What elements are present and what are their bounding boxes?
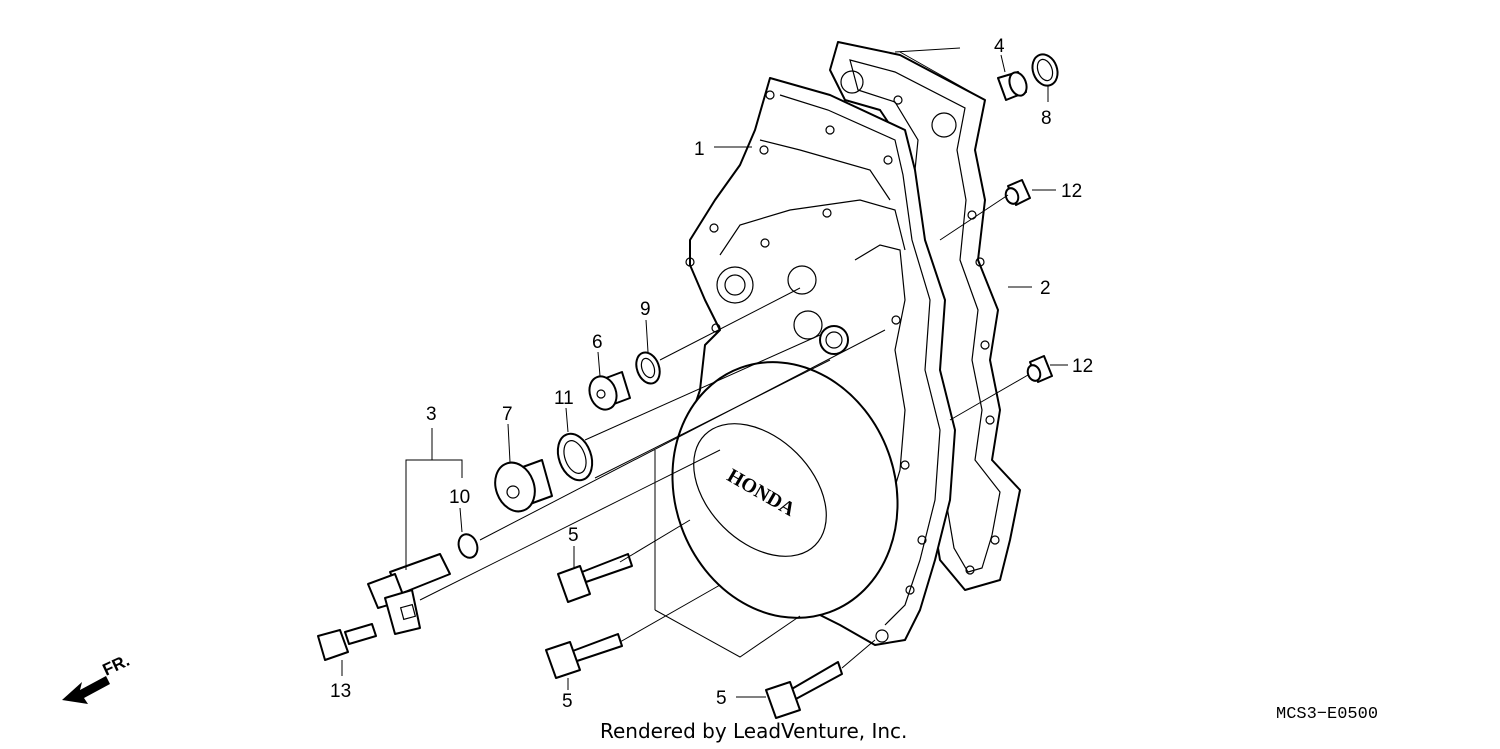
o-ring-11 — [556, 432, 594, 482]
callout-4: 4 — [994, 36, 1005, 57]
callout-8: 8 — [1041, 108, 1052, 129]
callout-2: 2 — [1040, 278, 1051, 299]
diagram-code: MCS3−E0500 — [1276, 705, 1378, 724]
callouts: 1 2 3 4 5 5 5 6 7 8 9 10 11 12 12 13 — [330, 36, 1093, 712]
callout-3: 3 — [426, 404, 437, 425]
dowel-12-upper — [1004, 179, 1031, 206]
callout-5-middle: 5 — [562, 691, 573, 712]
bolt-5-middle — [545, 633, 623, 679]
callout-7: 7 — [502, 404, 513, 425]
sensor-3 — [367, 553, 451, 635]
callout-9: 9 — [640, 299, 651, 320]
bolt-5-upper — [557, 553, 633, 603]
o-ring-8 — [1031, 53, 1059, 87]
callout-11: 11 — [554, 388, 574, 409]
o-ring-10 — [457, 533, 479, 559]
callout-12-upper: 12 — [1061, 181, 1082, 202]
front-direction-arrow: FR. — [62, 651, 133, 704]
arrow-icon — [62, 676, 110, 704]
collar-4 — [997, 71, 1028, 101]
bolt-5-lower — [765, 661, 843, 719]
credit-text: Rendered by LeadVenture, Inc. — [600, 719, 907, 743]
leader-lines — [341, 47, 1068, 698]
direction-label: FR. — [100, 651, 133, 680]
callout-1: 1 — [694, 139, 705, 160]
front-cover — [671, 77, 956, 646]
callout-5-lower: 5 — [716, 688, 727, 709]
callout-13: 13 — [330, 681, 351, 702]
dowel-12-lower — [1026, 355, 1053, 383]
callout-12-lower: 12 — [1072, 356, 1093, 377]
bolt-13 — [317, 623, 377, 661]
callout-10: 10 — [449, 487, 470, 508]
washer-9 — [635, 351, 661, 385]
plug-bolt-6 — [588, 371, 631, 411]
cap-7 — [494, 459, 553, 513]
callout-6: 6 — [592, 332, 603, 353]
callout-5-upper: 5 — [568, 525, 579, 546]
